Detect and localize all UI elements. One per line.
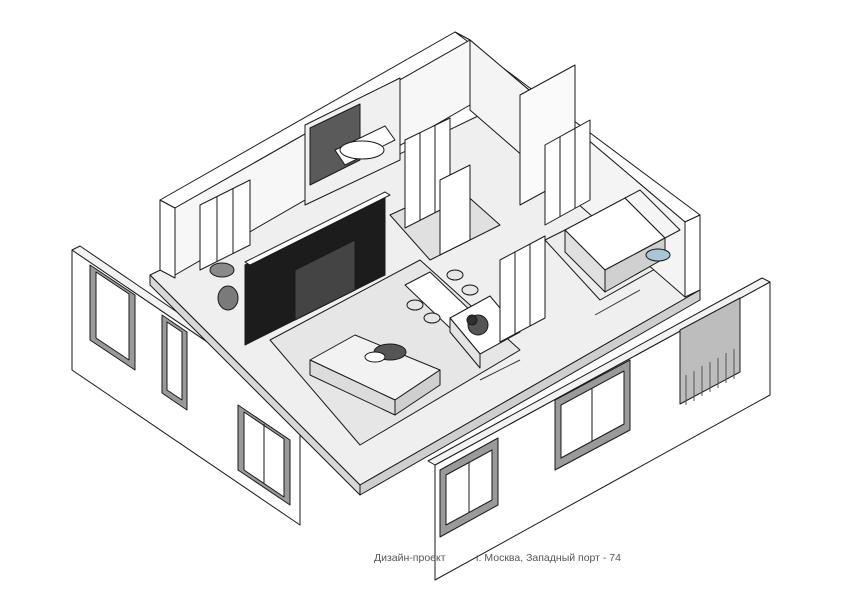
project-label: Дизайн-проект: [374, 552, 446, 564]
kitchen-units: [499, 235, 546, 343]
bedroom-bed: [564, 189, 681, 293]
right-facade: [427, 277, 771, 581]
sofa: [309, 334, 441, 416]
wardrobes: [199, 117, 471, 271]
balcony-railing: [685, 349, 735, 405]
tv-wall: [244, 191, 391, 346]
bathroom: [304, 77, 401, 206]
project-address: г. Москва, Западный порт - 74: [476, 552, 621, 564]
lounge-chair: [209, 262, 239, 311]
radiators: [479, 289, 641, 381]
shower-area: [519, 64, 591, 226]
